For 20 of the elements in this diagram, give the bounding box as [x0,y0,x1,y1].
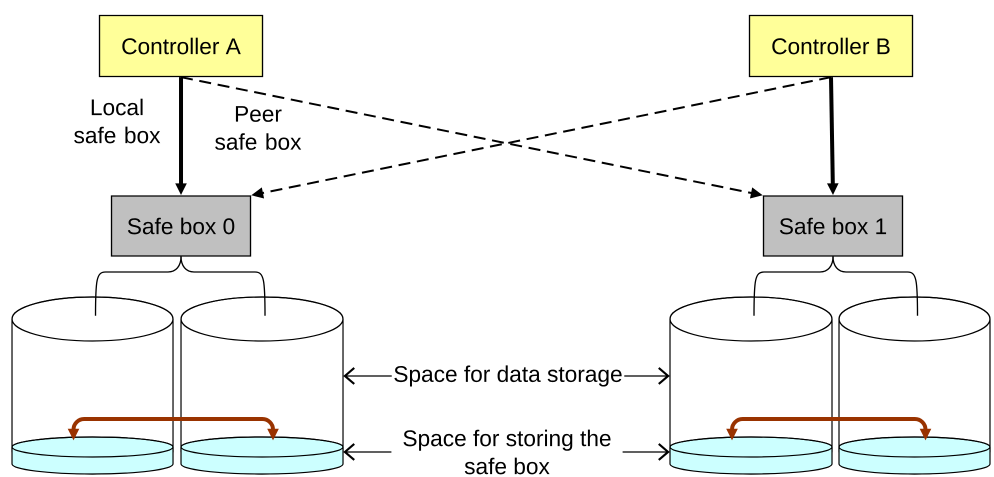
controller-box: Controller B [748,14,914,78]
safe-box-area [11,436,174,475]
safe-box-space-label: Space for storing the safe box [403,430,611,474]
safe-box: Safe box 1 [762,195,904,257]
controller-box: Controller A [98,14,264,78]
brace-line [753,256,834,316]
safe-box-area [838,436,991,475]
brace-line [94,256,182,316]
arrow [624,367,670,385]
safe-box-area [180,436,344,475]
safe-box-area [669,436,833,475]
arrow [343,443,392,461]
edge-label: Local safe box [74,98,160,144]
arrow [622,443,670,461]
arrow [343,367,392,385]
edge-label: Peer safe box [215,106,302,150]
storage-label: Space for data storage [394,365,622,387]
brace-line [832,256,918,316]
brace-line [180,256,266,316]
safe-box: Safe box 0 [110,195,252,257]
